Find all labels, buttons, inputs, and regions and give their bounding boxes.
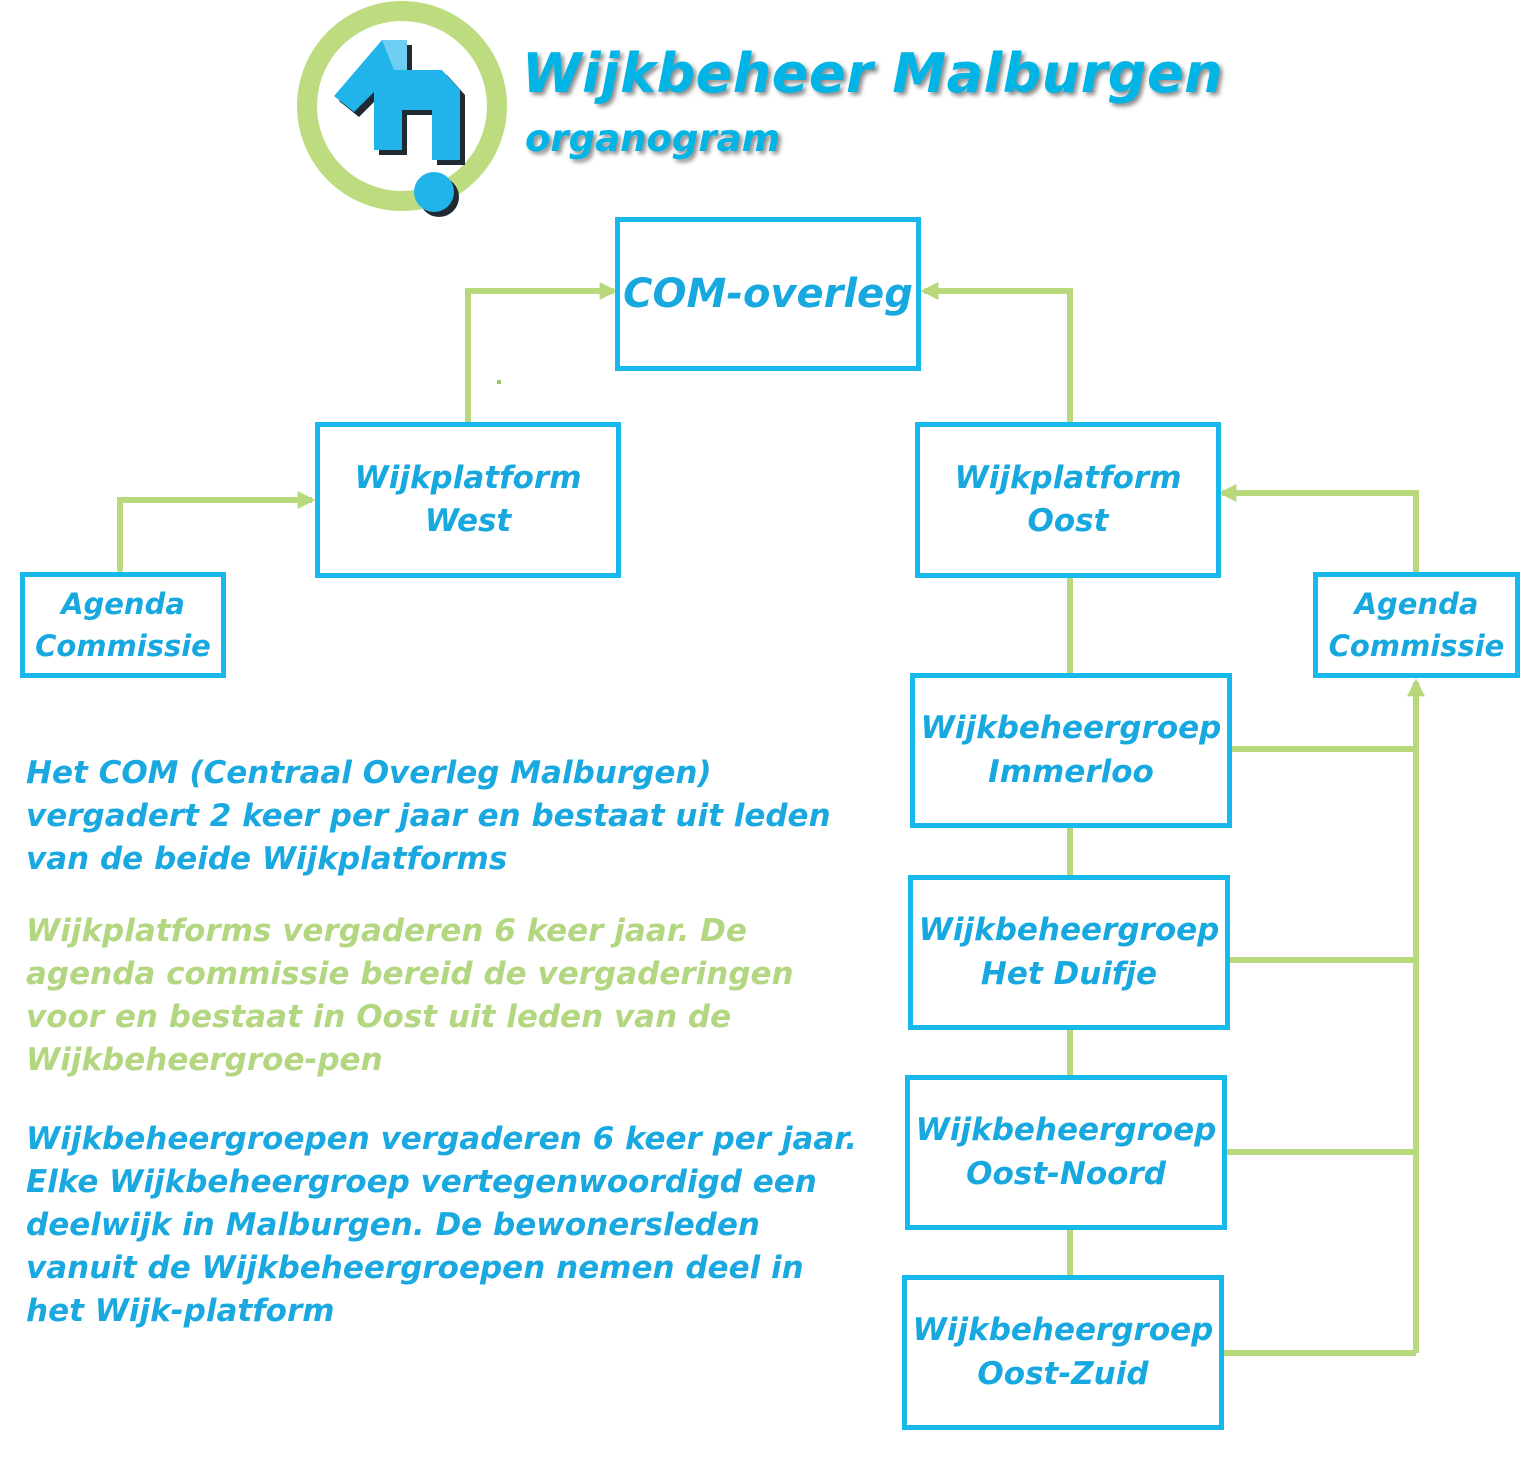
node-label: Oost-Noord xyxy=(966,1155,1166,1192)
node-wijkbeheergroep-oost-noord: Wijkbeheergroep Oost-Noord xyxy=(905,1075,1227,1230)
node-agenda-commissie-oost: Agenda Commissie xyxy=(1313,572,1520,678)
node-com-overleg: COM-overleg xyxy=(615,217,921,371)
wijkbeheer-malburgen-logo-icon xyxy=(297,1,507,217)
node-wijkplatform-oost: Wijkplatform Oost xyxy=(915,422,1221,578)
node-label: Wijkbeheergroep xyxy=(918,912,1220,949)
node-label: Wijkbeheergroep xyxy=(912,1312,1214,1349)
connector-oost-to-com xyxy=(920,282,1073,425)
node-label: Wijkbeheergroep xyxy=(920,710,1222,747)
node-wijkbeheergroep-immerloo: Wijkbeheergroep Immerloo xyxy=(910,673,1232,828)
node-wijkbeheergroep-het-duifje: Wijkbeheergroep Het Duifje xyxy=(908,875,1230,1030)
page-title: Wijkbeheer Malburgen xyxy=(522,42,1224,105)
node-label: Commissie xyxy=(1328,629,1505,663)
description-wijkbeheergroepen: Wijkbeheergroepen vergaderen 6 keer per … xyxy=(26,1121,857,1329)
node-label: Oost xyxy=(1027,503,1109,539)
node-wijkplatform-west: Wijkplatform West xyxy=(315,422,621,578)
node-label: Wijkplatform xyxy=(954,459,1182,496)
description-wijkplatforms: Wijkplatforms vergaderen 6 keer jaar. De… xyxy=(26,913,794,1078)
description-com: Het COM (Centraal Overleg Malburgen) ver… xyxy=(26,755,831,877)
node-label: COM-overleg xyxy=(623,271,913,317)
node-label: Agenda xyxy=(1354,586,1479,621)
node-label: Agenda xyxy=(61,586,185,621)
node-label: Immerloo xyxy=(988,753,1154,790)
node-label: West xyxy=(424,503,512,539)
node-label: Commissie xyxy=(35,629,211,663)
node-wijkbeheergroep-oost-zuid: Wijkbeheergroep Oost-Zuid xyxy=(902,1275,1224,1430)
node-label: Het Duifje xyxy=(980,955,1158,992)
node-label: Oost-Zuid xyxy=(977,1355,1149,1392)
node-label: Wijkbeheergroep xyxy=(915,1112,1217,1149)
connector-agenda-west xyxy=(111,491,316,585)
node-label: Wijkplatform xyxy=(354,459,582,496)
node-agenda-commissie-west: Agenda Commissie xyxy=(20,572,226,678)
stray-dot xyxy=(497,380,501,384)
connector-agenda-oost-to-oost xyxy=(1218,484,1419,575)
connector-west-to-com xyxy=(465,282,618,425)
page-subtitle: organogram xyxy=(525,117,781,160)
